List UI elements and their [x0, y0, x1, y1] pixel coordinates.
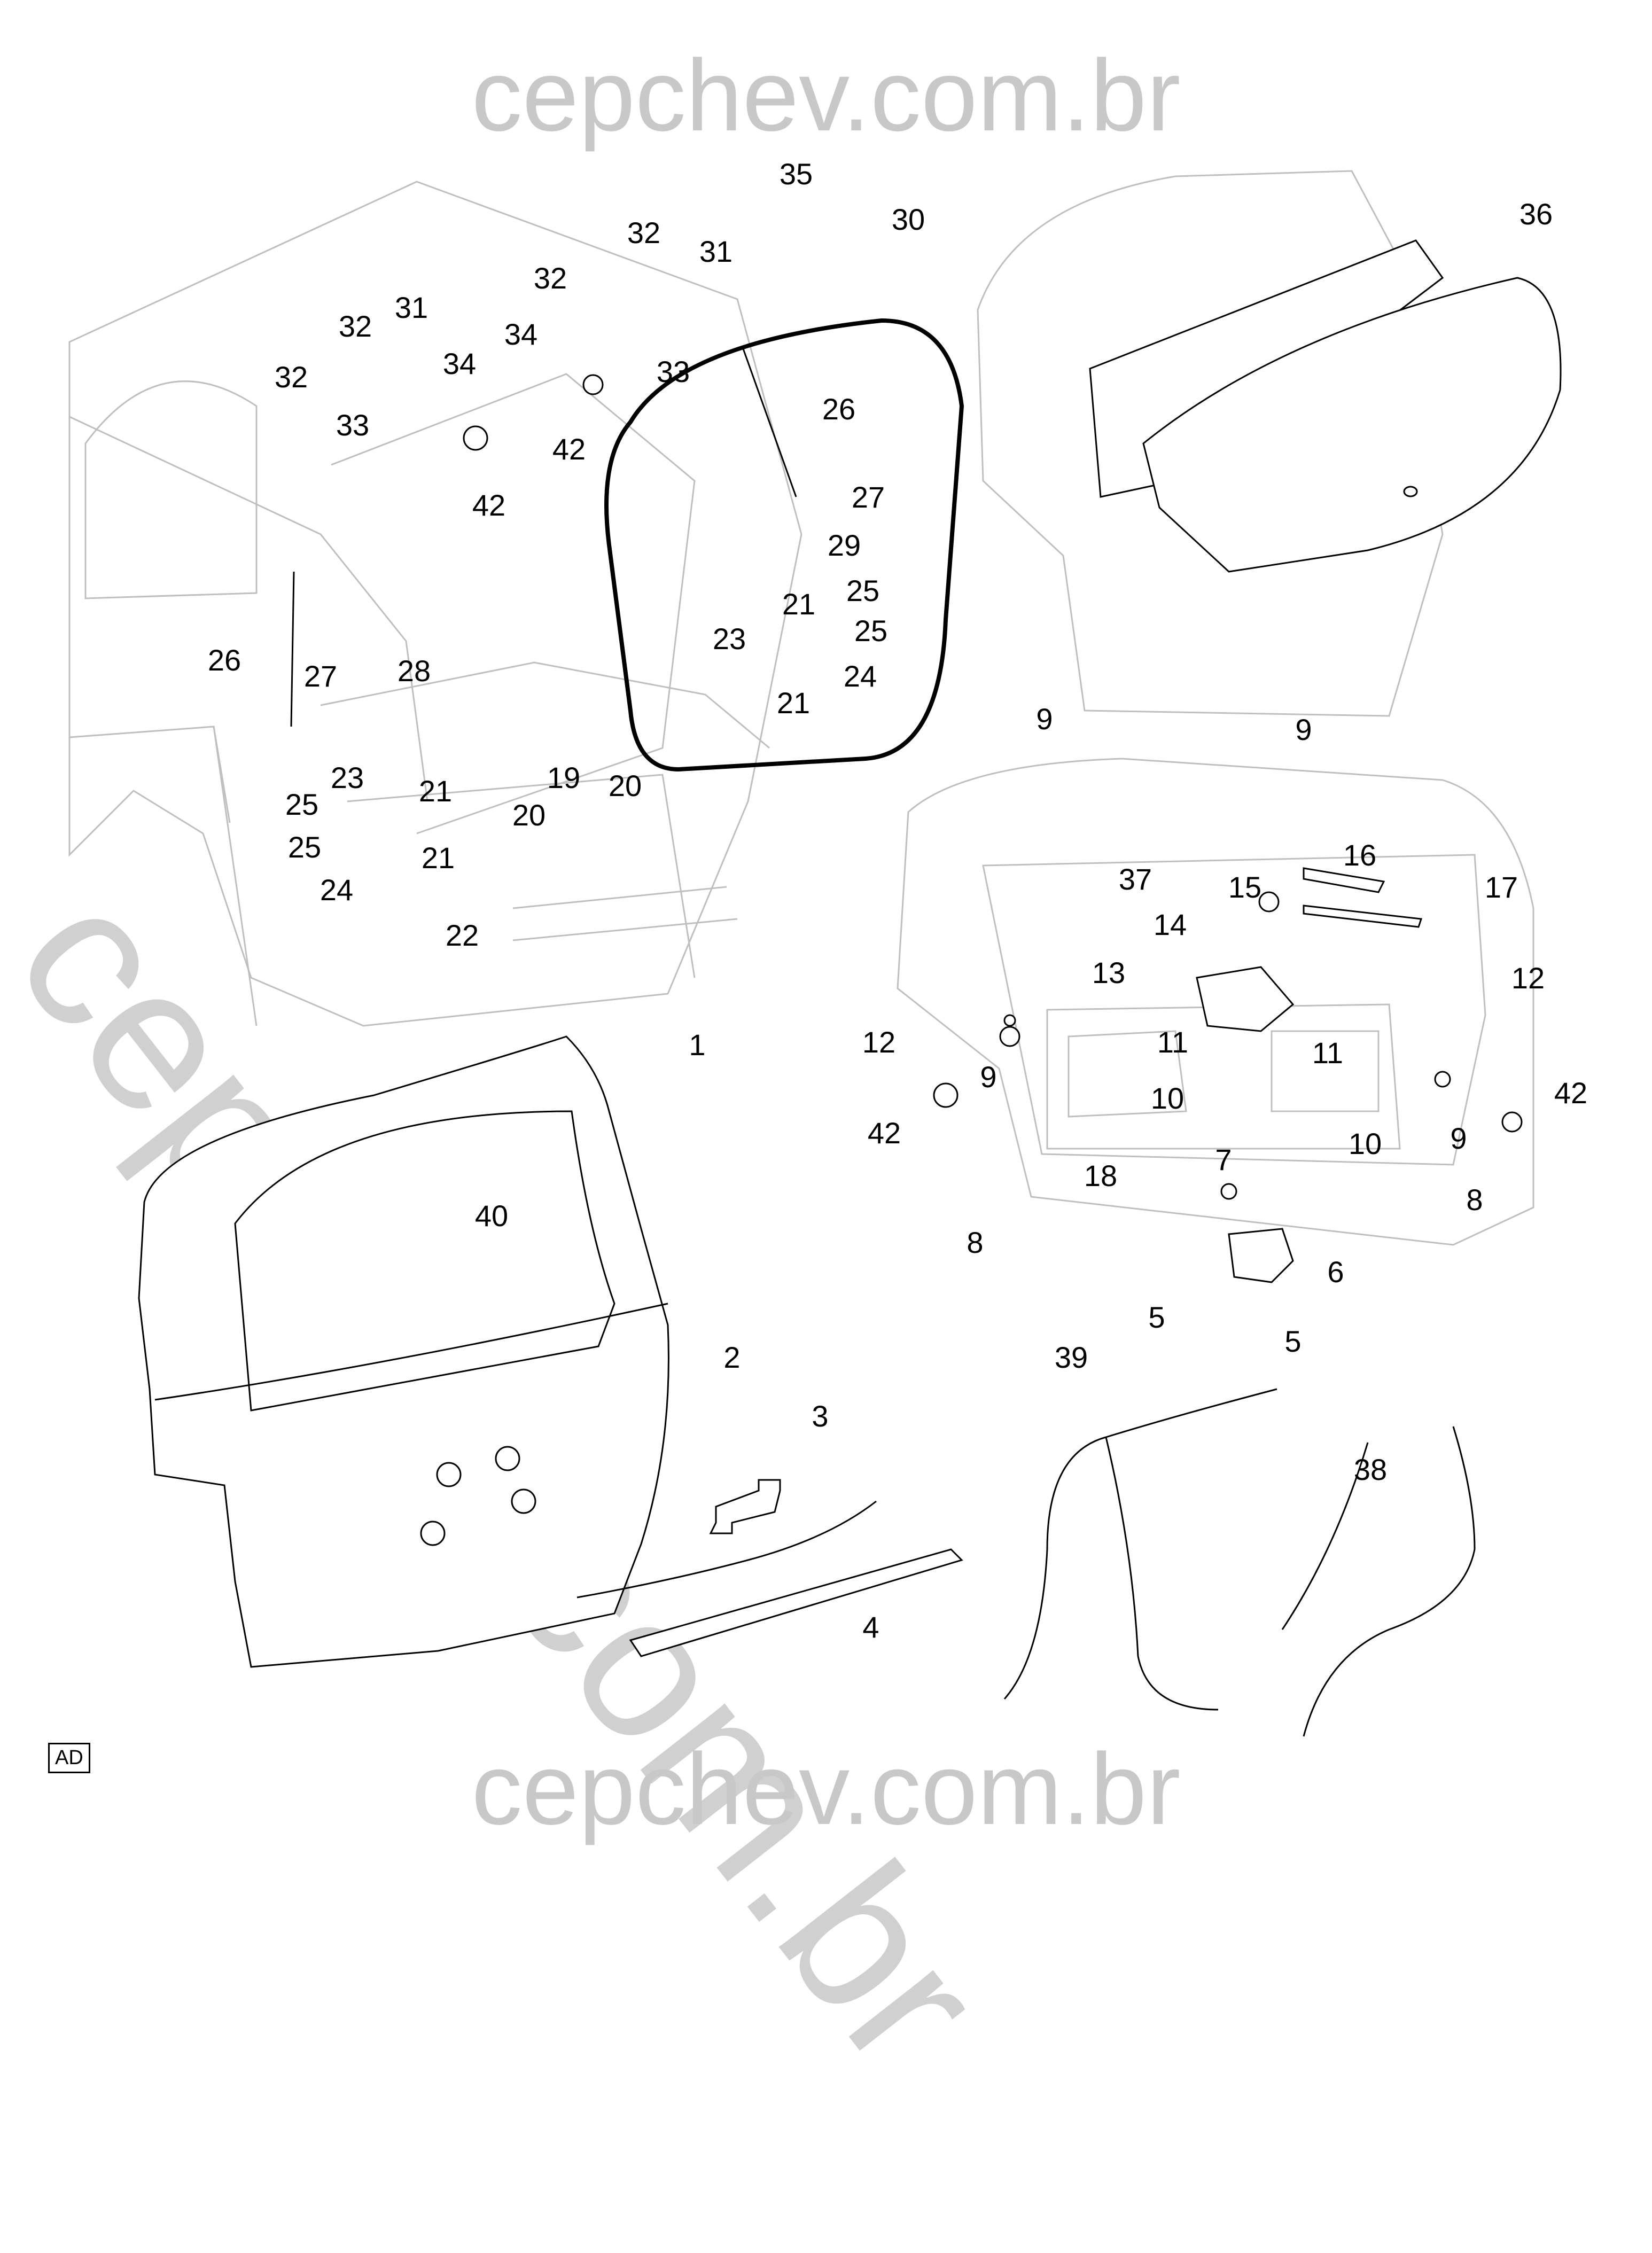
callout-28: 28 — [398, 654, 431, 688]
liftgate-inner-panel — [897, 758, 1534, 1246]
callout-25: 25 — [285, 788, 318, 821]
callout-40: 40 — [475, 1199, 508, 1233]
callout-38: 38 — [1354, 1453, 1387, 1486]
watermark-bottom: cepchev.com.br — [471, 1733, 1181, 1846]
wiper-blade — [1303, 905, 1423, 928]
callout-32: 32 — [627, 216, 660, 250]
window-assembly — [977, 170, 1562, 717]
callout-15: 15 — [1228, 870, 1261, 904]
callout-32: 32 — [534, 261, 567, 295]
callout-12: 12 — [1511, 961, 1545, 995]
callout-21: 21 — [419, 774, 452, 808]
latch-assembly — [1228, 1228, 1294, 1283]
callout-5: 5 — [1284, 1324, 1301, 1358]
callout-5: 5 — [1148, 1300, 1165, 1334]
license-lamp-harness — [576, 1500, 877, 1599]
callout-31: 31 — [699, 235, 733, 268]
callout-2: 2 — [723, 1340, 740, 1374]
callout-23: 23 — [331, 761, 364, 794]
callout-26: 26 — [208, 643, 241, 677]
callout-9: 9 — [1036, 702, 1053, 736]
vehicle-body — [68, 181, 802, 1027]
callout-8: 8 — [967, 1226, 983, 1259]
callout-31: 31 — [395, 291, 428, 324]
harness-39 — [1003, 1388, 1277, 1711]
callout-37: 37 — [1119, 862, 1152, 896]
callout-36: 36 — [1519, 197, 1553, 231]
callout-29: 29 — [828, 528, 861, 562]
callout-32: 32 — [339, 309, 372, 343]
wiper-motor — [1196, 966, 1295, 1032]
diagram-code-box: AD — [48, 1743, 90, 1773]
callout-24: 24 — [320, 873, 353, 907]
callout-9: 9 — [980, 1060, 996, 1094]
callout-1: 1 — [689, 1028, 705, 1062]
callout-42: 42 — [1554, 1076, 1587, 1110]
callout-32: 32 — [275, 360, 308, 394]
liftgate-seal — [604, 318, 964, 772]
callout-25: 25 — [854, 614, 887, 648]
callout-21: 21 — [782, 587, 815, 621]
callout-12: 12 — [862, 1025, 895, 1059]
liftgate-outer — [138, 1035, 669, 1668]
callout-10: 10 — [1349, 1127, 1382, 1160]
callout-34: 34 — [443, 347, 476, 380]
callout-35: 35 — [780, 157, 813, 191]
callout-22: 22 — [446, 918, 479, 952]
callout-3: 3 — [812, 1399, 828, 1433]
callout-42: 42 — [552, 432, 586, 466]
wiper-arm — [1303, 867, 1385, 893]
callout-23: 23 — [713, 622, 746, 656]
callout-19: 19 — [547, 761, 580, 794]
callout-27: 27 — [852, 480, 885, 514]
callout-7: 7 — [1215, 1143, 1232, 1176]
callout-9: 9 — [1295, 713, 1312, 746]
callout-30: 30 — [892, 202, 925, 236]
callout-39: 39 — [1055, 1340, 1088, 1374]
callout-25: 25 — [288, 830, 321, 864]
callout-20: 20 — [609, 769, 642, 802]
rear-window-glass — [1142, 277, 1562, 573]
callout-34: 34 — [504, 317, 537, 351]
watermark-top: cepchev.com.br — [471, 39, 1181, 152]
harness-38 — [1281, 1426, 1476, 1737]
callout-11: 11 — [1312, 1036, 1343, 1070]
callout-21: 21 — [422, 841, 455, 875]
callout-17: 17 — [1485, 870, 1518, 904]
callout-10: 10 — [1151, 1081, 1184, 1115]
license-applique — [629, 1548, 963, 1657]
callout-27: 27 — [304, 659, 337, 693]
callout-42: 42 — [868, 1116, 901, 1150]
callout-8: 8 — [1466, 1183, 1483, 1217]
callout-33: 33 — [657, 355, 690, 388]
callout-9: 9 — [1450, 1121, 1467, 1155]
callout-4: 4 — [862, 1610, 879, 1644]
callout-13: 13 — [1092, 956, 1125, 989]
bowtie-emblem — [709, 1479, 781, 1534]
callout-20: 20 — [512, 798, 546, 832]
gas-strut-left — [290, 571, 295, 727]
callout-42: 42 — [472, 488, 505, 522]
callout-11: 11 — [1157, 1025, 1188, 1059]
callout-33: 33 — [336, 408, 369, 442]
callout-21: 21 — [777, 686, 810, 720]
callout-18: 18 — [1084, 1159, 1117, 1192]
gas-strut-right — [742, 347, 797, 497]
callout-16: 16 — [1343, 838, 1376, 872]
callout-25: 25 — [846, 574, 879, 607]
callout-14: 14 — [1154, 908, 1187, 941]
callout-6: 6 — [1327, 1255, 1344, 1289]
callout-26: 26 — [822, 392, 855, 426]
callout-24: 24 — [844, 659, 877, 693]
